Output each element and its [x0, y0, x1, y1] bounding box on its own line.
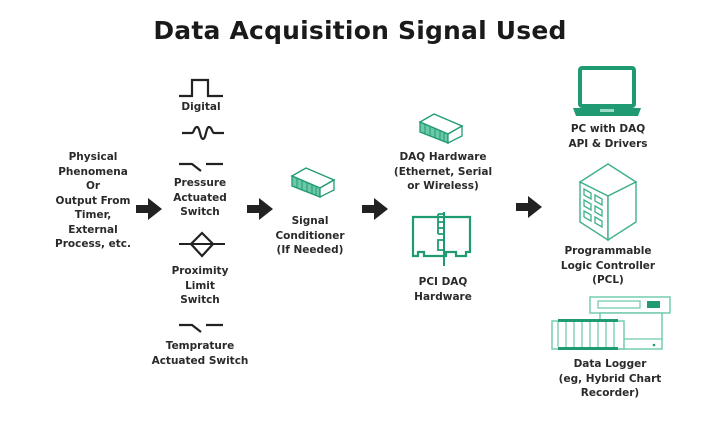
- label-line: Switch: [180, 206, 220, 218]
- signal-conditioner-icon: [290, 167, 336, 199]
- pressure-switch-label: Pressure Actuated Switch: [160, 176, 240, 220]
- plc-label: Programmable Logic Controller (PCL): [552, 244, 664, 288]
- label-line: (Ethernet, Serial: [393, 165, 493, 178]
- plc-cube-icon: [578, 163, 638, 242]
- label-line: PCI DAQ: [418, 276, 468, 288]
- label-line: (PCL): [592, 274, 624, 286]
- sine-wave-icon: [182, 125, 224, 141]
- label-line: API & Drivers: [568, 137, 648, 150]
- label-line: Programmable: [564, 245, 652, 257]
- square-pulse-icon: [179, 78, 223, 98]
- label-line: Actuated Switch: [151, 354, 249, 367]
- source-label: Physical Phenomena Or Output From Timer,…: [38, 150, 148, 252]
- label-line: Proximity: [171, 265, 229, 277]
- label-line: (eg, Hybrid Chart: [558, 372, 662, 385]
- flow-arrow-1: [136, 198, 162, 220]
- pressure-switch-icon: [179, 162, 223, 172]
- source-line: External: [68, 223, 118, 236]
- source-line: Timer,: [74, 209, 112, 221]
- pc-label: PC with DAQ API & Drivers: [560, 122, 656, 151]
- signal-conditioner-label: Signal Conditioner (If Needed): [265, 214, 355, 258]
- daq-hardware-label: DAQ Hardware (Ethernet, Serial or Wirele…: [382, 150, 504, 194]
- temperature-switch-icon: [179, 323, 223, 333]
- label-line: Recorder): [580, 387, 640, 399]
- data-logger-icon: [551, 296, 671, 350]
- diagram-title: Data Acquisition Signal Used: [153, 16, 567, 45]
- daq-hardware-icon: [418, 113, 464, 145]
- flow-arrow-4: [516, 196, 542, 218]
- laptop-icon: [573, 66, 641, 116]
- label-line: Conditioner: [275, 229, 345, 242]
- label-line: DAQ Hardware: [399, 151, 487, 163]
- label-line: Temprature: [165, 340, 235, 352]
- label-line: Pressure: [173, 177, 227, 189]
- label-line: Signal: [291, 215, 329, 227]
- proximity-switch-label: Proximity Limit Switch: [158, 264, 242, 308]
- temperature-switch-label: Temprature Actuated Switch: [145, 339, 255, 368]
- label-line: Actuated: [173, 191, 227, 204]
- pci-daq-label: PCI DAQ Hardware: [400, 275, 486, 304]
- digital-label: Digital: [181, 101, 221, 113]
- label-line: Data Logger: [573, 358, 647, 370]
- label-line: Switch: [180, 294, 220, 306]
- label-line: Hardware: [414, 290, 472, 303]
- label-line: or Wireless): [407, 180, 479, 192]
- label-line: PC with DAQ: [570, 123, 646, 135]
- label-line: Logic Controller: [560, 259, 656, 272]
- proximity-sensor-icon: [179, 231, 225, 258]
- source-line: Process, etc.: [55, 238, 131, 250]
- source-line: Phenomena: [58, 165, 128, 178]
- label-line: (If Needed): [276, 244, 344, 256]
- source-line: Physical: [68, 151, 118, 163]
- pci-card-icon: [411, 212, 472, 266]
- flow-arrow-3: [362, 198, 388, 220]
- source-line: Output From: [55, 194, 131, 207]
- data-logger-label: Data Logger (eg, Hybrid Chart Recorder): [550, 357, 670, 401]
- flow-arrow-2: [247, 198, 273, 220]
- label-line: Limit: [185, 279, 215, 292]
- source-line: Or: [85, 180, 101, 192]
